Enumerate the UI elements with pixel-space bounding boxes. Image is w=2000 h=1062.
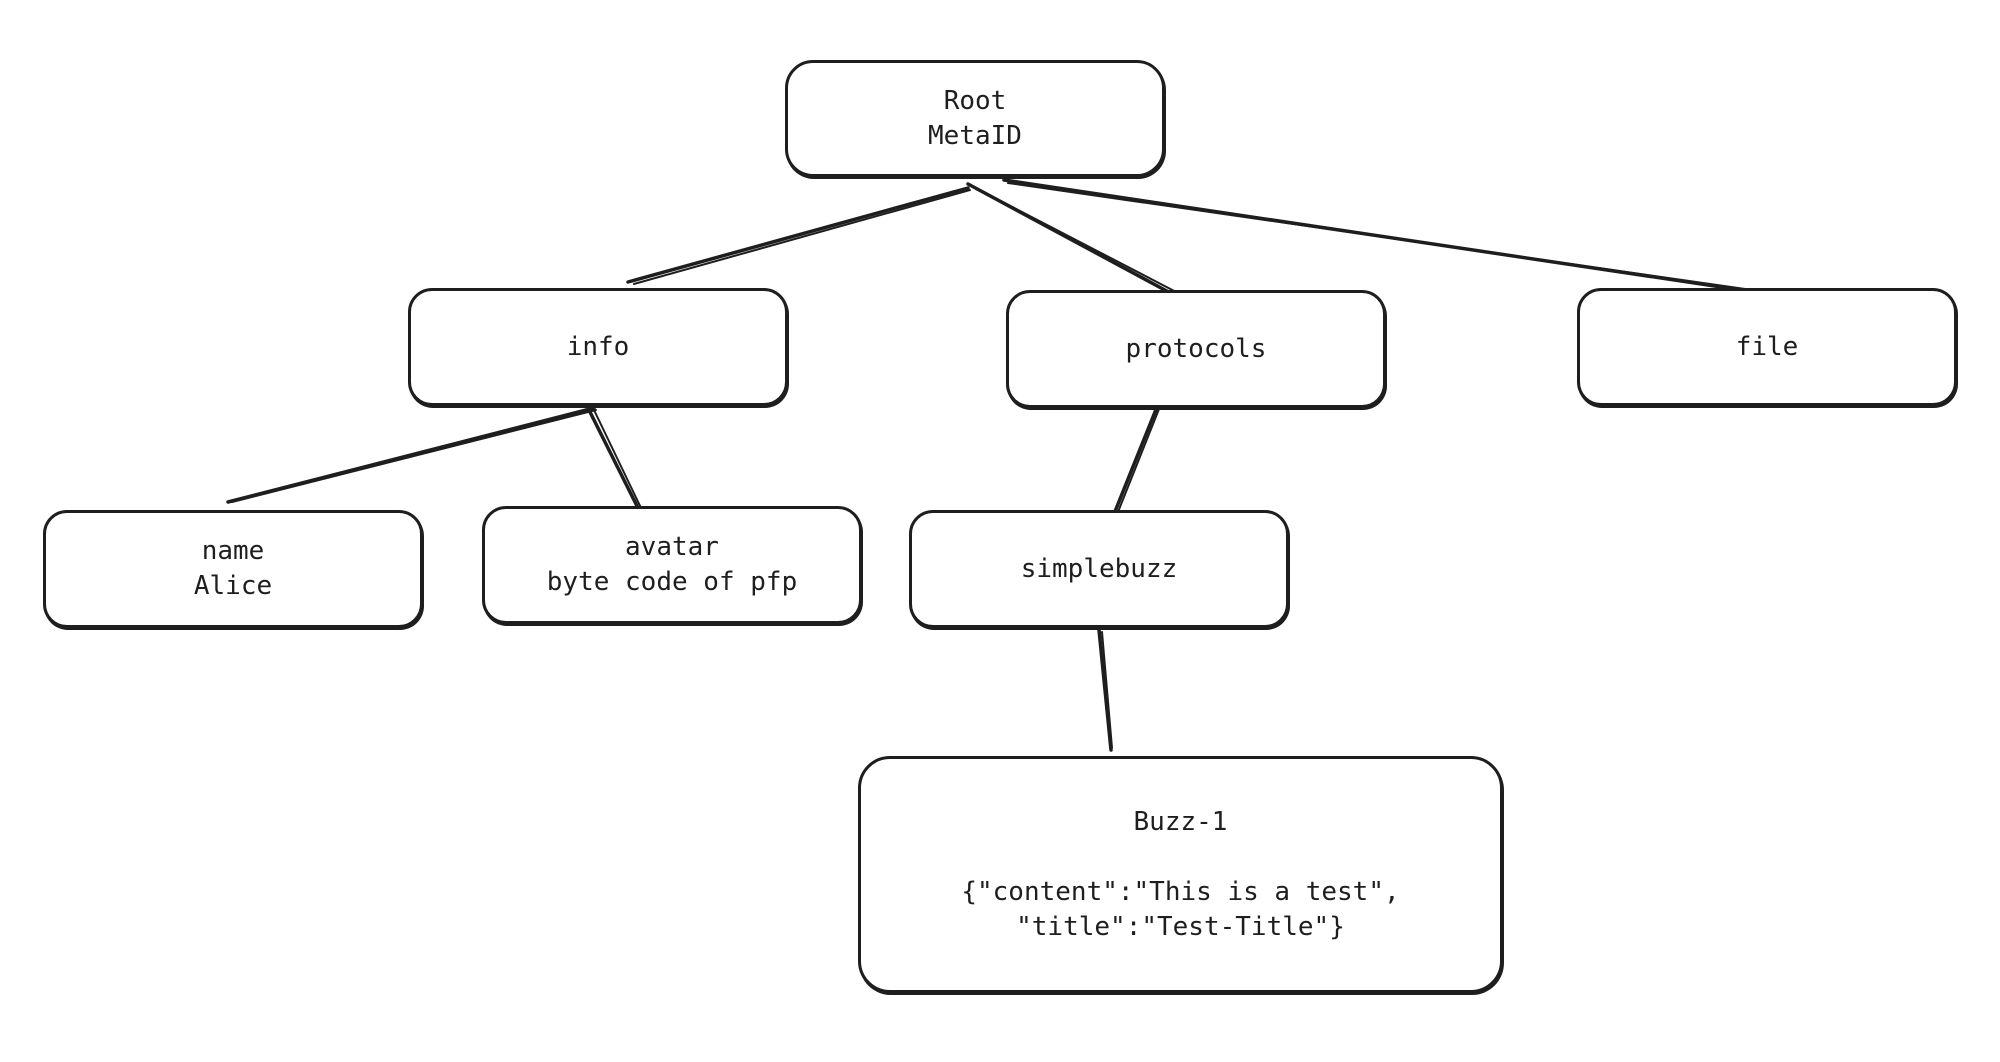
node-root[interactable]: Root MetaID xyxy=(785,60,1165,177)
node-protocols[interactable]: protocols xyxy=(1006,290,1386,408)
node-name[interactable]: name Alice xyxy=(43,510,423,628)
node-file[interactable]: file xyxy=(1577,288,1957,406)
edge-simplebuzz-buzz1-sketch xyxy=(1101,631,1113,749)
node-buzz1-line-2: "title":"Test-Title"} xyxy=(1016,911,1345,942)
edge-root-info-sketch xyxy=(633,189,971,285)
edge-info-name xyxy=(226,406,596,504)
node-name-line-2: Alice xyxy=(193,571,273,601)
node-buzz1-line-1: {"content":"This is a test", xyxy=(961,876,1400,907)
edge-root-file-sketch xyxy=(1007,182,1767,293)
edge-info-name-sketch xyxy=(231,409,597,503)
node-file-label: file xyxy=(1735,331,1799,362)
edge-root-protocols xyxy=(966,182,1178,298)
edge-info-avatar xyxy=(588,410,642,514)
edge-simplebuzz-buzz1 xyxy=(1097,628,1113,752)
edge-protocols-simplebuzz-sketch xyxy=(1117,403,1162,513)
node-avatar-line-1: avatar xyxy=(625,532,719,562)
edge-root-info xyxy=(626,186,970,284)
edge-info-avatar-sketch xyxy=(593,409,643,511)
node-simplebuzz[interactable]: simplebuzz xyxy=(909,510,1289,628)
node-avatar-line-2: byte code of pfp xyxy=(546,567,798,597)
node-info-label: info xyxy=(566,331,630,362)
node-root-line-1: Root xyxy=(943,85,1007,116)
node-buzz1[interactable]: Buzz-1 {"content":"This is a test", "tit… xyxy=(858,756,1503,993)
edge-root-protocols-sketch xyxy=(971,185,1181,295)
node-protocols-label: protocols xyxy=(1125,333,1267,364)
node-info[interactable]: info xyxy=(408,288,788,406)
edge-protocols-simplebuzz xyxy=(1112,400,1161,516)
node-buzz1-title: Buzz-1 xyxy=(1133,806,1228,837)
node-root-line-2: MetaID xyxy=(928,120,1022,151)
node-avatar[interactable]: avatar byte code of pfp xyxy=(482,506,862,624)
edge-root-file xyxy=(1002,178,1770,296)
node-simplebuzz-label: simplebuzz xyxy=(1020,553,1178,584)
node-name-line-1: name xyxy=(201,536,265,566)
